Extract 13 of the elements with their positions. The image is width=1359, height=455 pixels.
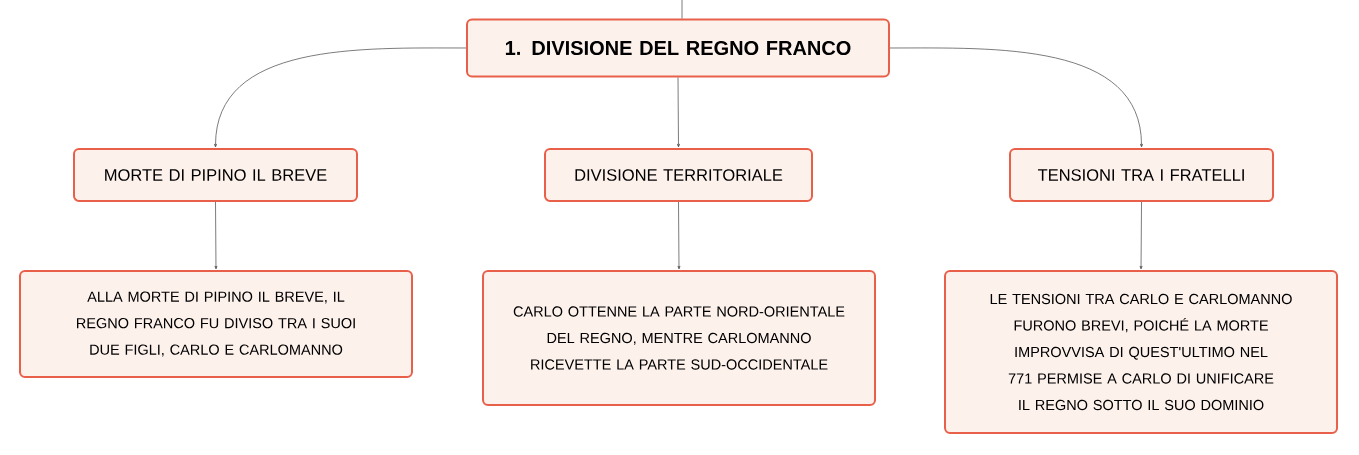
arrow — [889, 47, 1143, 148]
text-box: LE TENSIONI TRA CARLO E CARLOMANNO FURONO BREVI, POICHÉ LA MORTE IMPROVVISA DI QUEST'ULTIMO NEL 771 PERMISE A CARLO DI UNIFICARE IL REGNO SOTTO IL SUO DOMINIO — [944, 270, 1338, 434]
text-box: CARLO OTTENNE LA PARTE NORD-ORIENTALE DEL REGNO, MENTRE CARLOMANNO RICEVETTE LA PARTE SUD-OCCIDENTALE — [482, 270, 876, 406]
title-box: 1. DIVISIONE DEL REGNO FRANCO — [466, 18, 890, 78]
topic-box: MORTE DI PIPINO IL BREVE — [73, 148, 358, 202]
arrow — [1139, 201, 1143, 270]
arrow — [214, 47, 467, 148]
arrow — [677, 201, 681, 270]
arrow — [214, 201, 218, 270]
text-box: ALLA MORTE DI PIPINO IL BREVE, IL REGNO FRANCO FU DIVISO TRA I SUOI DUE FIGLI, CARLO E CARLOMANNO — [19, 270, 413, 378]
topic-box: TENSIONI TRA I FRATELLI — [1009, 148, 1274, 202]
arrow — [677, 77, 680, 148]
topic-box: DIVISIONE TERRITORIALE — [544, 148, 813, 202]
